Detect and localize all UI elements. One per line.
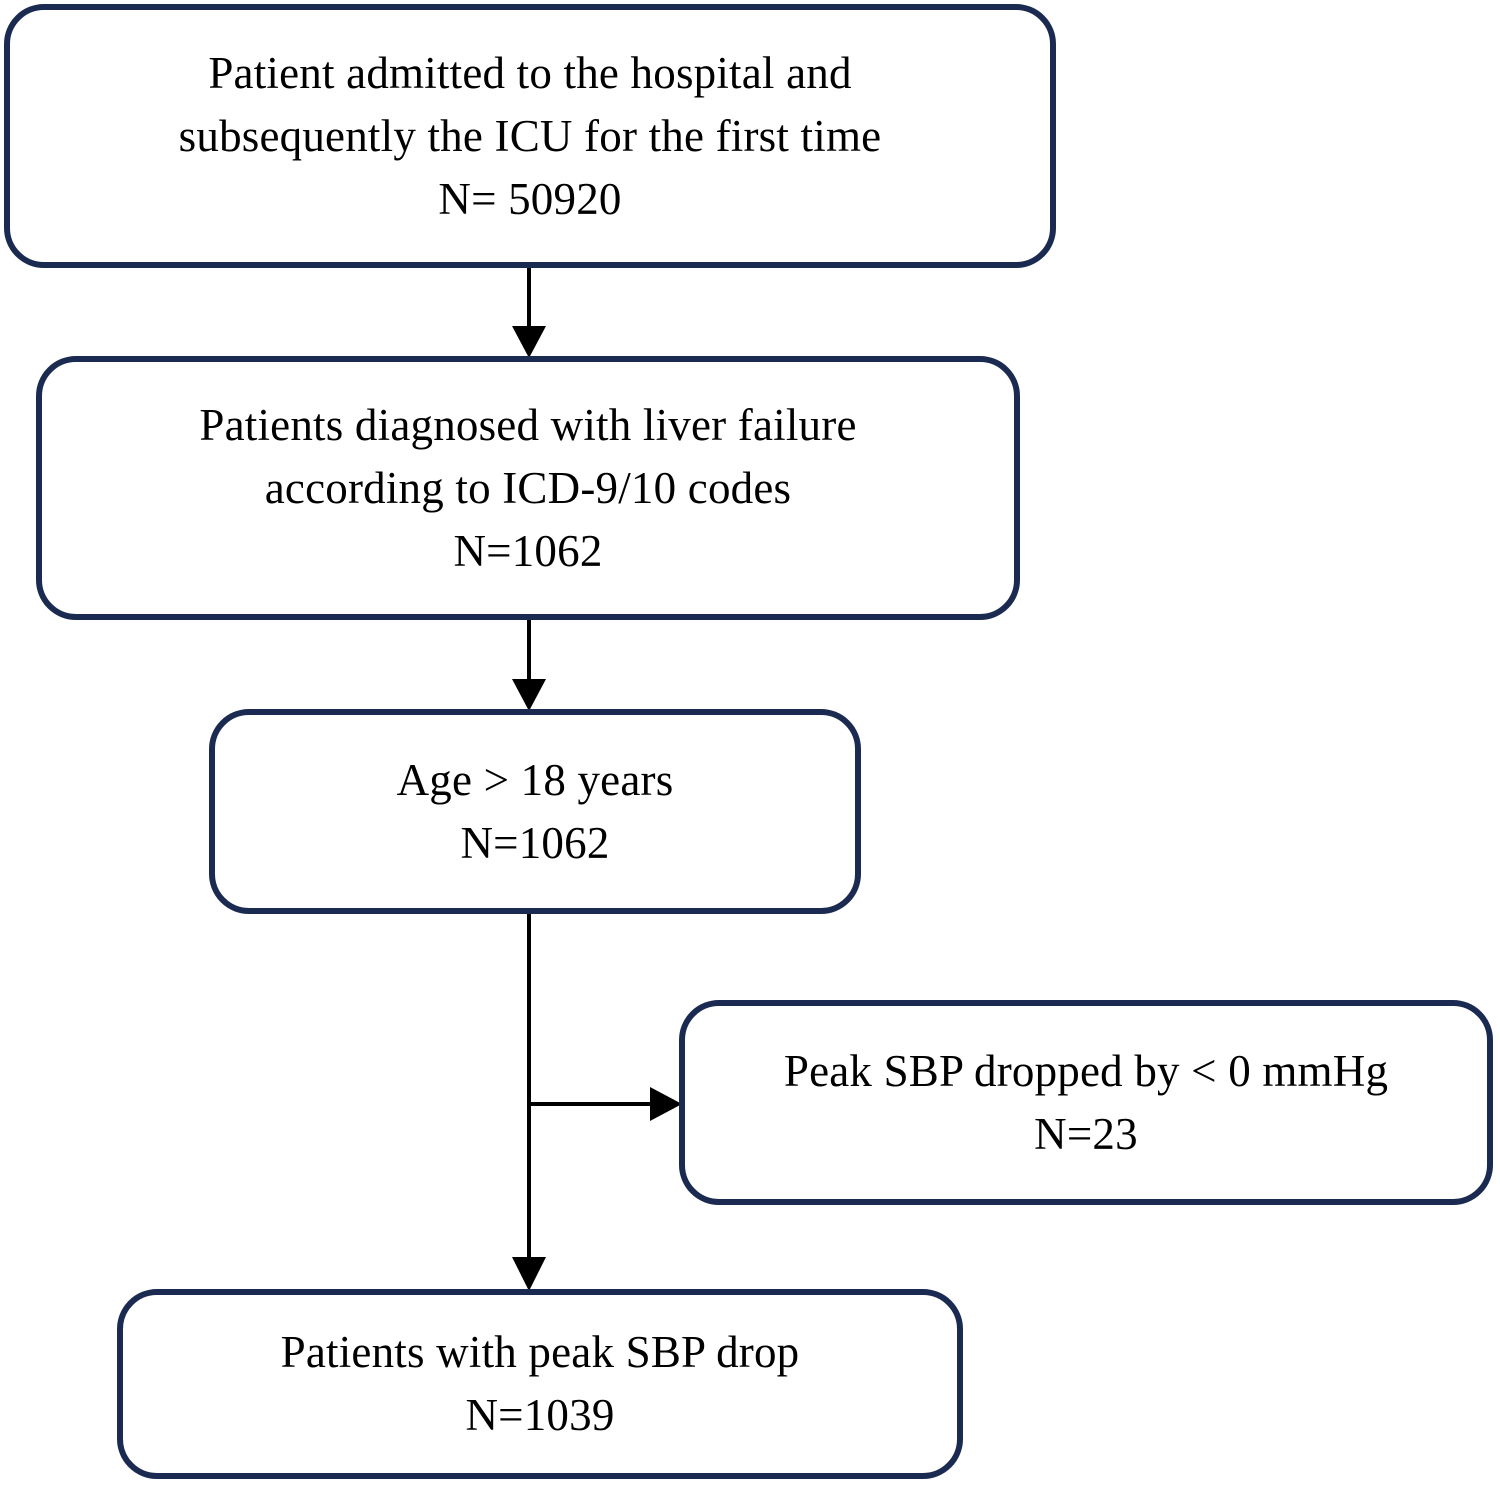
- flow-node-excluded-sbp: Peak SBP dropped by < 0 mmHg N=23: [679, 1000, 1493, 1205]
- edge-cohort-to-liver: [512, 268, 546, 358]
- node-final-line-1: Patients with peak SBP drop: [280, 1327, 800, 1377]
- node-cohort-count: N= 50920: [438, 173, 622, 224]
- node-cohort-line-2: subsequently the ICU for the first time: [178, 110, 882, 161]
- node-liver-line-1: Patients diagnosed with liver failure: [199, 399, 857, 450]
- node-liver-line-2: according to ICD-9/10 codes: [264, 462, 792, 513]
- node-excluded-count: N=23: [1034, 1108, 1138, 1159]
- node-final-count: N=1039: [465, 1390, 615, 1440]
- node-age-count: N=1062: [460, 817, 610, 868]
- edge-age-to-excluded: [529, 1087, 682, 1121]
- edge-age-to-final: [512, 914, 546, 1291]
- flow-node-final-cohort: Patients with peak SBP drop N=1039: [117, 1289, 963, 1479]
- flow-node-cohort: Patient admitted to the hospital and sub…: [4, 4, 1056, 268]
- node-liver-count: N=1062: [453, 525, 603, 576]
- node-cohort-line-1: Patient admitted to the hospital and: [208, 47, 852, 98]
- node-excluded-line-1: Peak SBP dropped by < 0 mmHg: [783, 1045, 1389, 1096]
- edge-liver-to-age: [512, 620, 546, 711]
- node-age-line-1: Age > 18 years: [396, 754, 674, 805]
- flow-node-age-filter: Age > 18 years N=1062: [209, 709, 861, 914]
- flow-node-liver-failure: Patients diagnosed with liver failure ac…: [36, 356, 1020, 620]
